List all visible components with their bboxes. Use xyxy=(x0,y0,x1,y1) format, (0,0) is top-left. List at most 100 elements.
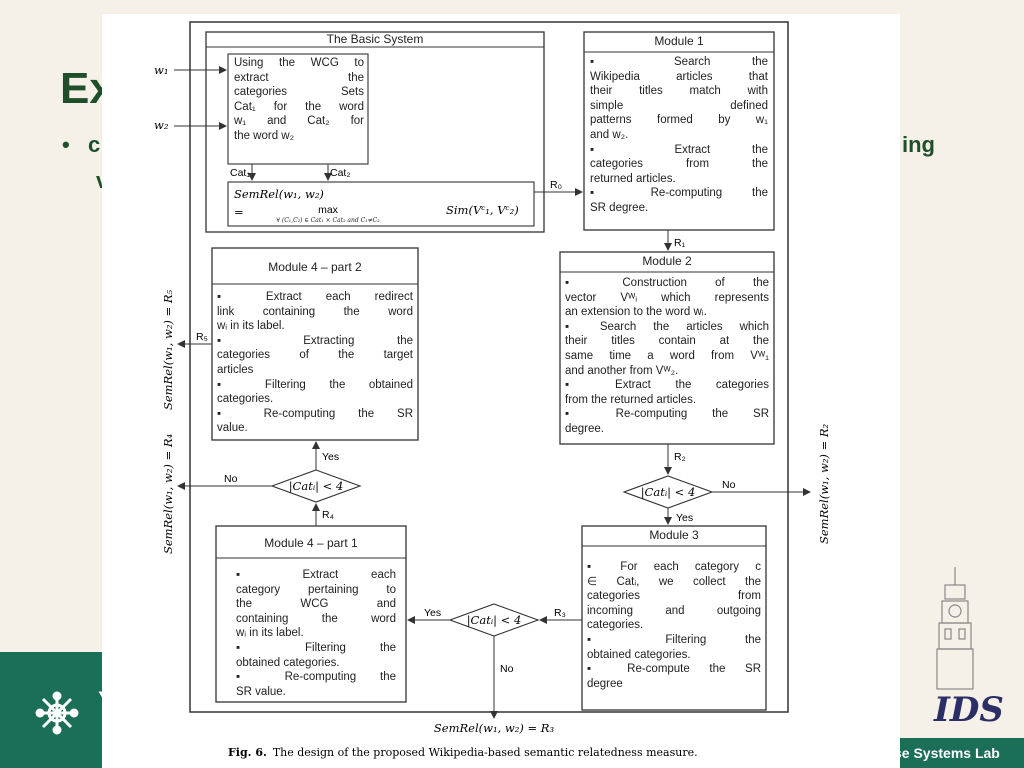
module4-part1-line: containing the word xyxy=(236,612,396,625)
module2-title: Module 2 xyxy=(642,254,692,268)
r4-label: R₄ xyxy=(322,509,334,521)
module3-line: ▪ Filtering the xyxy=(587,633,761,646)
module4-part2-box: Module 4 – part 2 ▪ Extract each redirec… xyxy=(211,247,419,441)
caption-label: Fig. 6. xyxy=(228,746,267,759)
module4-part2-line: categories of the target xyxy=(217,349,413,362)
decision-bottom-no-label: No xyxy=(500,663,514,675)
basic-line: extract the xyxy=(234,71,364,84)
module4-part1-box: Module 4 – part 1 ▪ Extract each categor… xyxy=(215,525,407,703)
module1-line: simple defined xyxy=(590,99,768,112)
basic-line: Cat₁ for the word xyxy=(234,100,364,113)
module4-part2-title: Module 4 – part 2 xyxy=(268,260,362,274)
module4-part2-line: wᵢ in its label. xyxy=(217,320,285,333)
semrel-formula: SemRel(w₁, w₂) = max ∀ (C₁,C₂) ∈ Cat₁ × … xyxy=(234,187,519,224)
r1-label: R₁ xyxy=(674,237,686,249)
module1-line: Wikipedia articles that xyxy=(590,70,768,83)
module2-line: ▪ Extract the categories xyxy=(565,379,769,392)
module1-line: categories from the xyxy=(590,158,768,171)
module3-line: categories. xyxy=(587,619,644,632)
module4-part1-text: ▪ Extract each category pertaining to th… xyxy=(236,568,396,699)
formula-rhs: Sim(Vᶜ₁, Vᶜ₂) xyxy=(446,203,519,217)
module1-line: ▪ Re-computing the xyxy=(590,187,768,200)
output-r5: SemRel(w₁, w₂) = R₅ xyxy=(161,289,175,410)
module2-box: Module 2 ▪ Construction of the vector Vᵂ… xyxy=(559,251,775,445)
decision-bottom-label: |Catᵢ| < 4 xyxy=(467,613,522,628)
formula-sub: ∀ (C₁,C₂) ∈ Cat₁ × Cat₂ and C₁≠C₂ xyxy=(276,217,380,224)
module2-line: an extension to the word wᵢ. xyxy=(565,306,707,319)
module4-part2-line: ▪ Extract each redirect xyxy=(217,291,413,303)
module1-line: ▪ Extract the xyxy=(590,143,768,156)
tower-logo-icon xyxy=(925,565,985,700)
module1-line: and w₂. xyxy=(590,128,629,141)
module4-part1-line: ▪ Re-computing the xyxy=(236,671,396,684)
basic-line: Using the WCG to xyxy=(234,57,364,69)
basic-line: w₁ and Cat₂ for xyxy=(234,115,364,128)
decision-left: |Catᵢ| < 4 xyxy=(270,469,362,503)
module2-line: degree. xyxy=(565,422,605,435)
module2-text: ▪ Construction of the vector Vᵂᵢ which r… xyxy=(565,276,769,437)
module2-line: from the returned articles. xyxy=(565,393,697,406)
r2-label: R₂ xyxy=(674,451,686,463)
module3-line: ∈ Catᵢ, we collect the xyxy=(587,575,761,588)
module4-part2-line: ▪ Filtering the obtained xyxy=(217,378,413,391)
r5-label: R₅ xyxy=(196,331,208,343)
module4-part2-line: ▪ Re-computing the SR xyxy=(217,407,413,420)
module4-part1-line: category pertaining to xyxy=(236,583,396,596)
decision-bottom: |Catᵢ| < 4 xyxy=(448,603,540,637)
module4-part1-line: wᵢ in its label. xyxy=(236,627,304,640)
module4-part2-line: categories. xyxy=(217,393,274,406)
ids-logo: IDS xyxy=(934,690,1004,730)
figure-panel: The Basic System Using the WCG to extrac… xyxy=(102,14,900,768)
output-r2: SemRel(w₁, w₂) = R₂ xyxy=(817,423,831,544)
formula-eq: = xyxy=(234,205,244,219)
flowchart: The Basic System Using the WCG to extrac… xyxy=(154,21,831,759)
module4-part2-line: ▪ Extracting the xyxy=(217,334,413,347)
lab-label: se Systems Lab xyxy=(890,738,1024,768)
basic-line: categories Sets xyxy=(234,86,364,99)
bullet-mark: • xyxy=(62,132,70,157)
module1-line: returned articles. xyxy=(590,172,676,185)
module1-title: Module 1 xyxy=(654,34,704,48)
module1-line: patterns formed by w₁ xyxy=(590,114,768,127)
module3-box: Module 3 ▪ For each category c ∈ Catᵢ, w… xyxy=(581,525,767,711)
formula-lhs: SemRel(w₁, w₂) xyxy=(234,187,324,201)
module2-line: ▪ Search the articles which xyxy=(565,320,769,333)
module1-line: SR degree. xyxy=(590,201,649,214)
module2-line: vector Vᵂᵢ which represents xyxy=(565,291,769,304)
module1-text: ▪ Search the Wikipedia articles that the… xyxy=(590,55,768,216)
input-w2-label: w₂ xyxy=(154,118,169,132)
module4-part1-title: Module 4 – part 1 xyxy=(264,536,358,550)
decision-right-label: |Catᵢ| < 4 xyxy=(641,485,696,500)
module3-line: degree xyxy=(587,677,623,690)
module2-line: ▪ Re-computing the SR xyxy=(565,408,769,421)
module2-line: ▪ Construction of the xyxy=(565,277,769,289)
module3-line: ▪ Re-compute the SR xyxy=(587,663,761,676)
decision-right: |Catᵢ| < 4 xyxy=(622,475,714,509)
outer-frame xyxy=(189,21,789,713)
module2-line: their titles contain at the xyxy=(565,335,769,348)
decision-bottom-yes-label: Yes xyxy=(424,607,441,619)
module3-text: ▪ For each category c ∈ Catᵢ, we collect… xyxy=(587,560,761,691)
decision-left-no-label: No xyxy=(224,473,238,485)
cat1-label: Cat₁ xyxy=(230,167,250,179)
module1-box: Module 1 ▪ Search the Wikipedia articles… xyxy=(583,31,775,231)
module4-part1-line: obtained categories. xyxy=(236,656,340,669)
module4-part1-line: ▪ Filtering the xyxy=(236,641,396,654)
decision-left-yes-label: Yes xyxy=(322,451,339,463)
bullet-fragment: c xyxy=(88,132,101,157)
module4-part2-line: link containing the word xyxy=(217,305,413,318)
module3-title: Module 3 xyxy=(649,528,699,542)
decision-right-yes-label: Yes xyxy=(676,512,693,524)
caption-text: The design of the proposed Wikipedia-bas… xyxy=(273,746,698,759)
module3-line: obtained categories. xyxy=(587,648,691,661)
module1-line: their titles match with xyxy=(590,85,768,98)
module4-part2-line: articles xyxy=(217,363,254,376)
input-w1-label: w₁ xyxy=(154,63,168,77)
formula-max: max xyxy=(318,204,339,216)
output-r3: SemRel(w₁, w₂) = R₃ xyxy=(434,721,555,735)
bullet-right-fragment: ing xyxy=(902,132,935,157)
module2-line: same time a word from Vᵂ₁ xyxy=(565,349,769,362)
decision-left-label: |Catᵢ| < 4 xyxy=(289,479,344,494)
r0-label: R₀ xyxy=(550,179,562,191)
module4-part1-line: the WCG and xyxy=(236,598,396,611)
